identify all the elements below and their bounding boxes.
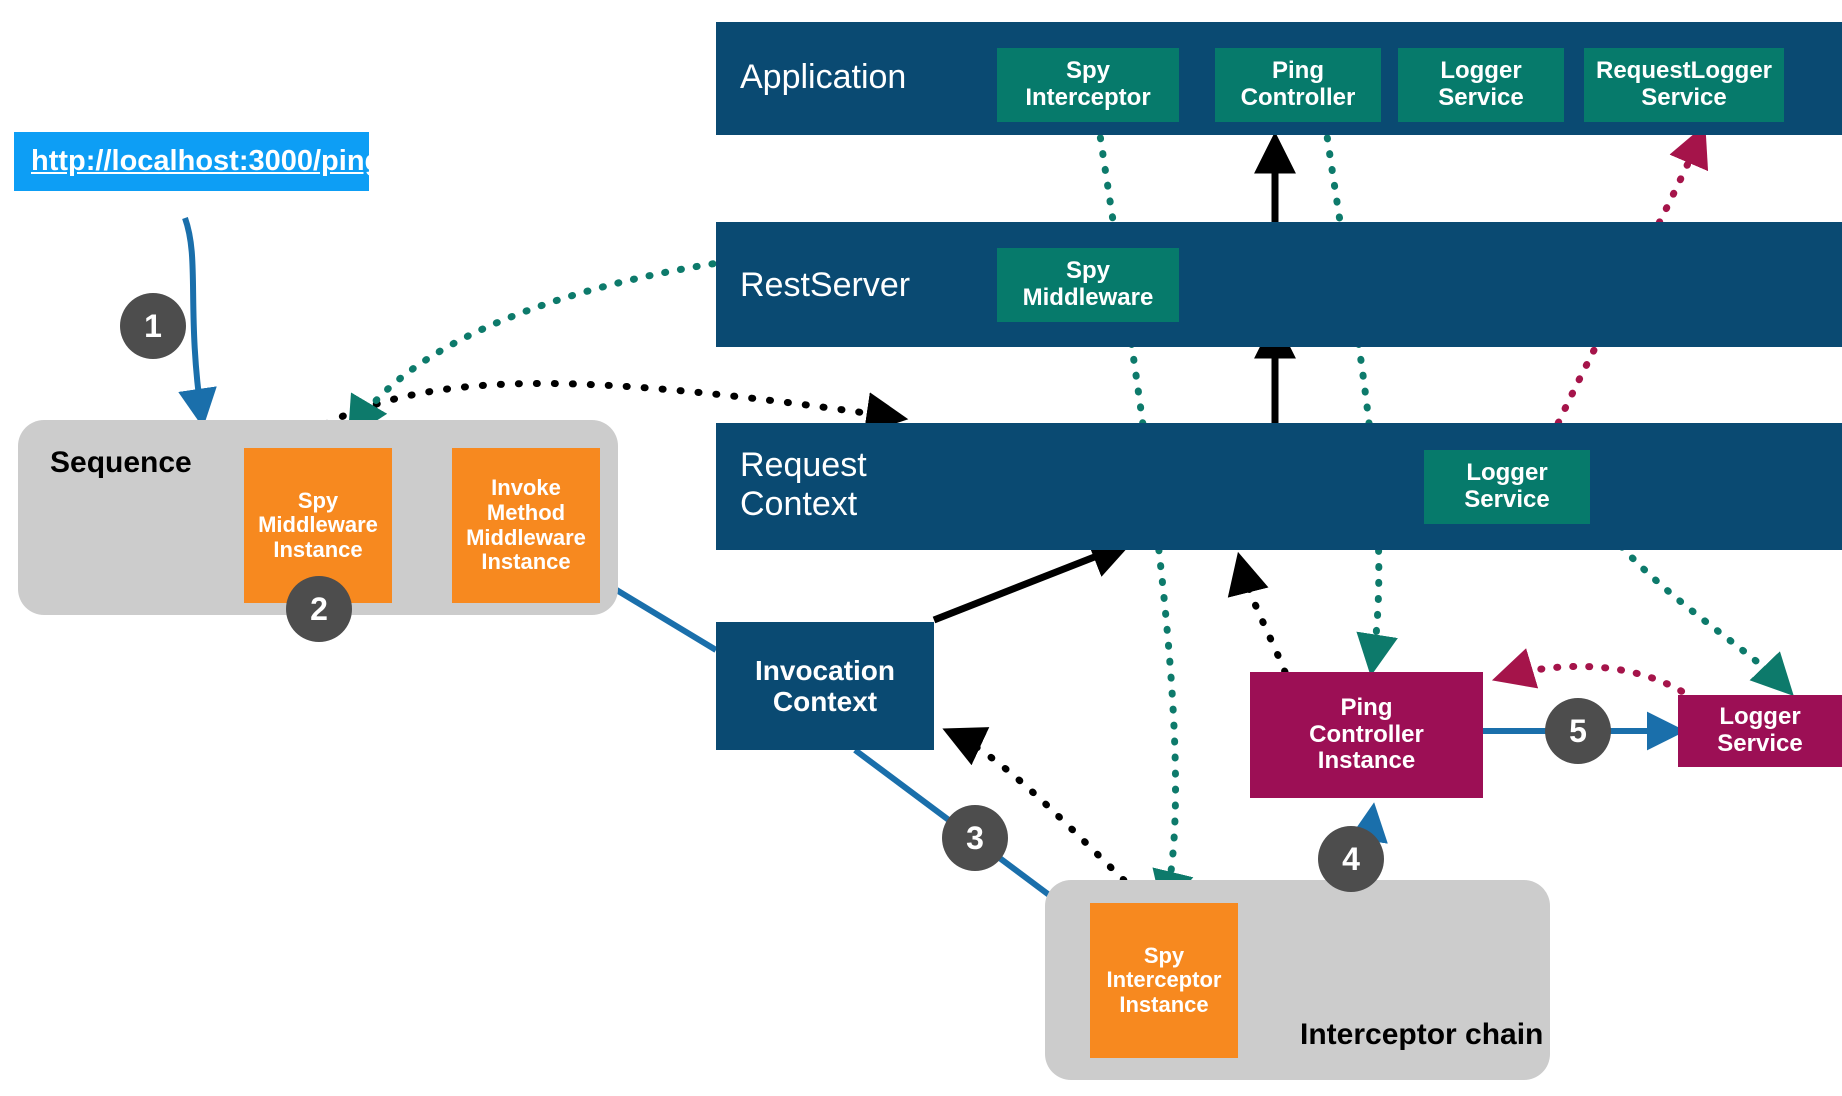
logger-service-instance-box[interactable]: Logger Service (1678, 695, 1842, 767)
arrow-loggerservice-to-pingcontroller-dotted (1491, 648, 1699, 704)
step-circle-5-label: 5 (1569, 712, 1587, 749)
app-box-spy-interceptor[interactable]: Spy Interceptor (997, 48, 1179, 122)
ping-controller-instance-label: Ping Controller Instance (1309, 693, 1424, 775)
ping-controller-instance-box[interactable]: Ping Controller Instance (1250, 672, 1483, 798)
app-box-request-logger-service-label: RequestLogger Service (1595, 57, 1772, 111)
invocation-context-box[interactable]: Invocation Context (716, 622, 934, 750)
restserver-layer-title: RestServer (740, 266, 911, 304)
app-box-logger-service[interactable]: Logger Service (1398, 48, 1564, 122)
step-circle-1: 1 (120, 293, 186, 359)
restserver-box-spy-middleware-label: Spy Middleware (1022, 257, 1154, 311)
request-context-layer-title: Request Context (740, 446, 867, 524)
step-circle-5: 5 (1545, 698, 1611, 764)
arrow-url-to-sequence (178, 216, 217, 428)
step-circle-2-label: 2 (310, 590, 328, 627)
interceptor-chain-box-spy-interceptor-instance[interactable]: Spy Interceptor Instance (1090, 903, 1238, 1058)
interceptor-chain-box-spy-interceptor-instance-label: Spy Interceptor Instance (1106, 942, 1222, 1017)
request-context-box-logger-service[interactable]: Logger Service (1424, 450, 1590, 524)
url-box[interactable]: http://localhost:3000/ping (14, 132, 382, 191)
sequence-group-label: Sequence (50, 446, 192, 479)
request-context-box-logger-service-label: Logger Service (1464, 459, 1550, 513)
step-circle-3-label: 3 (966, 819, 984, 856)
app-box-logger-service-label: Logger Service (1438, 57, 1524, 111)
step-circle-4: 4 (1318, 826, 1384, 892)
url-box-label: http://localhost:3000/ping (31, 145, 383, 178)
interceptor-chain-group-label: Interceptor chain (1300, 1018, 1544, 1051)
arrow-pingcontroller-binding-dotted (1321, 118, 1398, 677)
step-circle-3: 3 (942, 805, 1008, 871)
sequence-box-spy-middleware-instance-label: Spy Middleware Instance (258, 487, 378, 562)
app-box-ping-controller-label: Ping Controller (1240, 57, 1356, 111)
app-box-spy-interceptor-label: Spy Interceptor (1025, 57, 1151, 111)
invocation-context-label: Invocation Context (754, 654, 895, 717)
app-box-request-logger-service[interactable]: RequestLogger Service (1584, 48, 1784, 122)
sequence-box-invoke-method-middleware-instance[interactable]: Invoke Method Middleware Instance (452, 448, 600, 603)
logger-service-instance-label: Logger Service (1717, 703, 1803, 757)
app-box-ping-controller[interactable]: Ping Controller (1215, 48, 1381, 122)
sequence-box-invoke-method-middleware-instance-label: Invoke Method Middleware Instance (466, 475, 586, 575)
arrow-pingcontroller-to-requestcontext-dotted (1227, 551, 1289, 676)
step-circle-2: 2 (286, 576, 352, 642)
application-layer-title: Application (740, 58, 907, 96)
step-circle-1-label: 1 (144, 307, 162, 344)
arrow-invocationcontext-to-requestcontext (932, 537, 1133, 624)
step-circle-4-label: 4 (1342, 840, 1360, 877)
restserver-box-spy-middleware[interactable]: Spy Middleware (997, 248, 1179, 322)
request-context-layer-bar (716, 423, 1842, 550)
